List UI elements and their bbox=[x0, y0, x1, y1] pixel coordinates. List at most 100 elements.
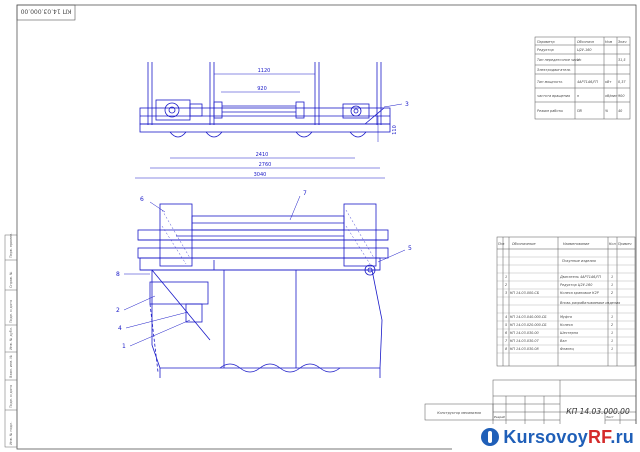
bom-cell: КП 14.03.020.000.СБ bbox=[510, 323, 547, 327]
bom-cell: 2 bbox=[611, 323, 613, 327]
spec-cell: об/мин bbox=[605, 94, 618, 98]
callout-number: 2 bbox=[116, 307, 120, 314]
bom-cell: КП 14.03.030.08 bbox=[510, 347, 540, 351]
dimension-label: 110 bbox=[392, 125, 398, 135]
bom-table bbox=[496, 236, 636, 367]
bom-cell: Двигатель 4АР71А6/ГП bbox=[559, 275, 601, 279]
dimension-label: 3040 bbox=[254, 172, 267, 178]
spec-cell: 4АР71А6/ГП bbox=[577, 80, 598, 84]
bom-cell: Шестерня bbox=[560, 331, 578, 335]
spec-cell: ПВ bbox=[577, 109, 583, 113]
dimension-label: 2410 bbox=[256, 152, 269, 158]
spec-cell: U bbox=[577, 58, 580, 62]
top-code-box: КП 14.03.000.00 bbox=[16, 4, 76, 21]
front-view-hatching bbox=[161, 209, 375, 265]
side-stamp-label: Подп. и дата bbox=[9, 385, 13, 408]
dimension-label: 1120 bbox=[258, 68, 271, 74]
spec-cell: % bbox=[605, 109, 608, 113]
bom-header: Кол bbox=[609, 242, 616, 246]
front-view bbox=[137, 203, 389, 378]
dimension-label: 2760 bbox=[259, 162, 272, 168]
bom-cell: Редуктор Ц2У-160 bbox=[560, 283, 592, 287]
bom-cell: Фланец bbox=[560, 347, 574, 351]
side-stamp-label: Инв. № дубл. bbox=[9, 327, 13, 350]
spec-cell: n bbox=[577, 94, 579, 98]
bom-cell: Покупные изделия bbox=[562, 259, 596, 263]
bom-cell: 1 bbox=[505, 275, 507, 279]
bom-cell: 6 bbox=[505, 331, 507, 335]
bom-cell: 2 bbox=[505, 283, 507, 287]
bom-cell: 7 bbox=[505, 339, 508, 343]
bom-cell: 1 bbox=[611, 315, 613, 319]
bom-header: Наименование bbox=[563, 242, 589, 246]
bom-header: Примеч bbox=[618, 242, 632, 246]
callout-number: 7 bbox=[303, 190, 307, 197]
spec-cell: Ц2У-160 bbox=[577, 48, 592, 52]
title-doc-code: КП 14.03.000.00 bbox=[566, 407, 630, 416]
callout-number: 5 bbox=[408, 245, 412, 252]
bom-cell: КП 14.03.040.000.СБ bbox=[510, 315, 547, 319]
spec-cell: 0,37 bbox=[618, 80, 626, 84]
title-role-label: Разраб bbox=[494, 415, 505, 419]
spec-header: Ном bbox=[605, 40, 613, 44]
spec-cell: Тип передаточное число bbox=[537, 58, 581, 62]
bom-cell: 8 bbox=[505, 347, 508, 351]
bom-cell: КП 14.03.030.07 bbox=[510, 339, 540, 343]
bom-cell: КП 14.03.000.СБ bbox=[510, 291, 540, 295]
callout-number: 6 bbox=[140, 196, 144, 203]
spec-table bbox=[534, 36, 631, 120]
bom-cell: 1 bbox=[611, 347, 613, 351]
spec-header: Знач bbox=[618, 40, 626, 44]
side-stamp bbox=[4, 234, 18, 448]
dimension-label: 920 bbox=[257, 86, 267, 92]
bom-cell: 1 bbox=[611, 331, 613, 335]
bom-cell: КП 14.03.030.00 bbox=[510, 331, 539, 335]
watermark-logo-icon bbox=[481, 428, 500, 446]
bom-cell: 1 bbox=[611, 339, 613, 343]
spec-cell: Электродвигатель bbox=[536, 68, 571, 72]
watermark-text: KursovoyRF.ru bbox=[503, 426, 634, 447]
bom-row-lines bbox=[497, 256, 635, 354]
bom-header: Поз bbox=[498, 242, 505, 246]
top-view bbox=[139, 62, 391, 138]
side-stamp-label: Справ. № bbox=[9, 271, 13, 288]
bom-cell: 5 bbox=[505, 323, 507, 327]
side-stamp-label: Перв. примен. bbox=[9, 233, 13, 258]
spec-cell: 31,5 bbox=[618, 58, 626, 62]
side-stamp-label: Взам. инв. № bbox=[9, 355, 13, 378]
spec-cell: кВт bbox=[605, 80, 612, 84]
spec-cell: Редуктор bbox=[537, 48, 554, 52]
constructor-box bbox=[424, 403, 494, 421]
spec-cell: частота вращения bbox=[537, 94, 570, 98]
watermark: KursovoyRF.ru bbox=[452, 424, 638, 450]
top-code-text: КП 14.03.000.00 bbox=[20, 8, 71, 15]
top-view-dimensions bbox=[135, 73, 385, 179]
title-sheet-label: Лист bbox=[605, 415, 614, 419]
spec-cell: 40 bbox=[618, 109, 622, 113]
spec-header: Обозначн bbox=[577, 40, 595, 44]
bom-cell: Колеса bbox=[560, 323, 573, 327]
bom-header: Обозначение bbox=[512, 242, 536, 246]
bom-cell: Вновь разрабатываемые изделия bbox=[560, 301, 620, 305]
callout-number: 3 bbox=[405, 101, 409, 108]
bom-cell: Колеса крановые К2Р bbox=[560, 291, 600, 295]
side-stamp-label: Инв. № подл. bbox=[9, 422, 13, 445]
bom-cell: 1 bbox=[611, 275, 613, 279]
callout-number: 8 bbox=[116, 271, 120, 278]
sheet-frame bbox=[16, 4, 637, 450]
spec-cell: Режим работы bbox=[537, 109, 563, 113]
callout-number: 4 bbox=[118, 325, 122, 332]
bom-cell: Вал bbox=[560, 339, 567, 343]
spec-cell: 900 bbox=[618, 94, 624, 98]
callout-number: 1 bbox=[122, 343, 126, 350]
bom-cell: Муфта bbox=[560, 315, 572, 319]
spec-header: Параметр bbox=[537, 40, 555, 44]
constructor-label: Конструктор механизма bbox=[437, 411, 481, 415]
bom-cell: 3 bbox=[505, 291, 507, 295]
bom-cell: 4 bbox=[505, 315, 507, 319]
bom-cell: 1 bbox=[611, 283, 613, 287]
bom-cell: 2 bbox=[611, 291, 613, 295]
leader-line bbox=[383, 103, 403, 108]
